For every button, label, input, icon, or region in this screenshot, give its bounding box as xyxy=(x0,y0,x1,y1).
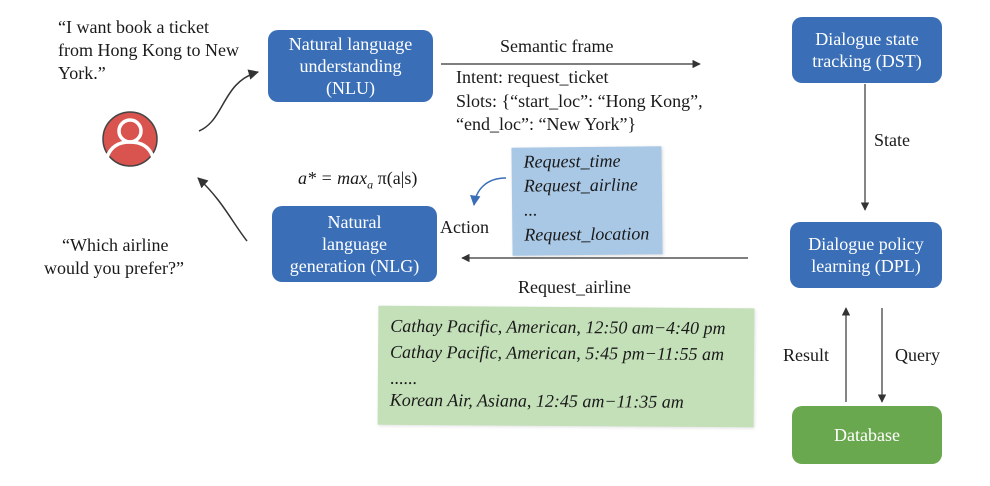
dpl-label-line-1: Dialogue policy xyxy=(808,234,924,254)
dst-box: Dialogue state tracking (DST) xyxy=(792,17,942,83)
action-item: Request_airline xyxy=(523,174,638,196)
flight-row: Cathay Pacific, American, 5:45 pm−11:55 … xyxy=(390,341,725,365)
actions-note: Request_time Request_airline ... Request… xyxy=(511,146,663,256)
user-utterance-line-3: York.” xyxy=(58,63,106,83)
dst-label-line-2: tracking (DST) xyxy=(812,51,922,71)
semantic-frame-slots-line-1: Slots: {“start_loc”: “Hong Kong”, xyxy=(456,91,703,111)
semantic-frame-title: Semantic frame xyxy=(500,36,614,56)
flight-results-note: Cathay Pacific, American, 12:50 am−4:40 … xyxy=(377,305,755,428)
action-label: Action xyxy=(440,217,489,237)
action-item: Request_time xyxy=(523,150,621,172)
user-avatar-icon xyxy=(102,111,158,167)
nlu-label-line-2: understanding xyxy=(299,56,402,76)
nlu-label-line-1: Natural language xyxy=(288,34,413,54)
dpl-box: Dialogue policy learning (DPL) xyxy=(790,222,942,288)
flight-airlines: Cathay Pacific, American xyxy=(390,341,577,364)
formula-lhs: a* = max xyxy=(298,168,368,188)
formula-subscript: a xyxy=(367,177,374,192)
nlg-to-user-arrow xyxy=(197,177,248,242)
user-utterance-line-2: from Hong Kong to New xyxy=(58,40,239,60)
semantic-frame-slots-line-2: “end_loc”: “New York”} xyxy=(456,114,637,134)
nlg-label-line-1: Natural xyxy=(327,212,382,232)
flight-time: 12:45 am−11:35 am xyxy=(535,390,684,412)
flight-airlines: Cathay Pacific, American xyxy=(390,315,577,338)
dst-label-line-1: Dialogue state xyxy=(815,29,919,49)
state-label: State xyxy=(874,130,910,150)
dpl-label-line-2: learning (DPL) xyxy=(811,256,921,276)
user-utterance-line-1: “I want book a ticket xyxy=(58,17,209,37)
flight-row-ellipsis: ...... xyxy=(389,367,417,388)
flight-time: 5:45 pm−11:55 am xyxy=(585,343,725,365)
nlg-label-line-2: language xyxy=(322,234,387,254)
policy-formula: a* = maxa π(a|s) xyxy=(298,168,417,193)
formula-rhs: π(a|s) xyxy=(373,168,418,188)
flight-time: 12:50 am−4:40 pm xyxy=(585,317,726,339)
nlg-box: Natural language generation (NLG) xyxy=(272,206,437,282)
user-to-nlu-arrow xyxy=(198,69,260,132)
query-label: Query xyxy=(895,345,940,365)
database-box: Database xyxy=(792,406,942,464)
action-item: Request_location xyxy=(524,223,650,245)
system-utterance-line-2: would you prefer?” xyxy=(44,258,184,278)
action-arrow xyxy=(470,177,507,207)
nlu-box: Natural language understanding (NLU) xyxy=(268,30,433,102)
action-item: ... xyxy=(523,199,538,220)
flight-airlines: Korean Air, Asiana xyxy=(389,389,528,411)
system-utterance-line-1: “Which airline xyxy=(62,235,169,255)
request-airline-label: Request_airline xyxy=(518,277,631,297)
semantic-frame-intent: Intent: request_ticket xyxy=(456,67,609,87)
database-label: Database xyxy=(834,425,900,445)
flight-row: Cathay Pacific, American, 12:50 am−4:40 … xyxy=(390,315,726,339)
nlu-label-line-3: (NLU) xyxy=(326,78,375,98)
flight-row: Korean Air, Asiana, 12:45 am−11:35 am xyxy=(389,389,684,412)
result-label: Result xyxy=(783,345,830,365)
nlg-label-line-3: generation (NLG) xyxy=(289,256,420,276)
